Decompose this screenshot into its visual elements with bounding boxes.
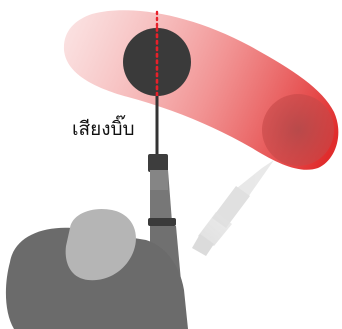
person-wrist [150,170,168,190]
ghost-paddle-head [262,94,334,166]
paddle-grip [148,154,168,172]
person-watch [148,218,176,226]
ghost-arm [192,160,274,256]
beep-label: เสียงบิ๊บ [72,120,135,139]
